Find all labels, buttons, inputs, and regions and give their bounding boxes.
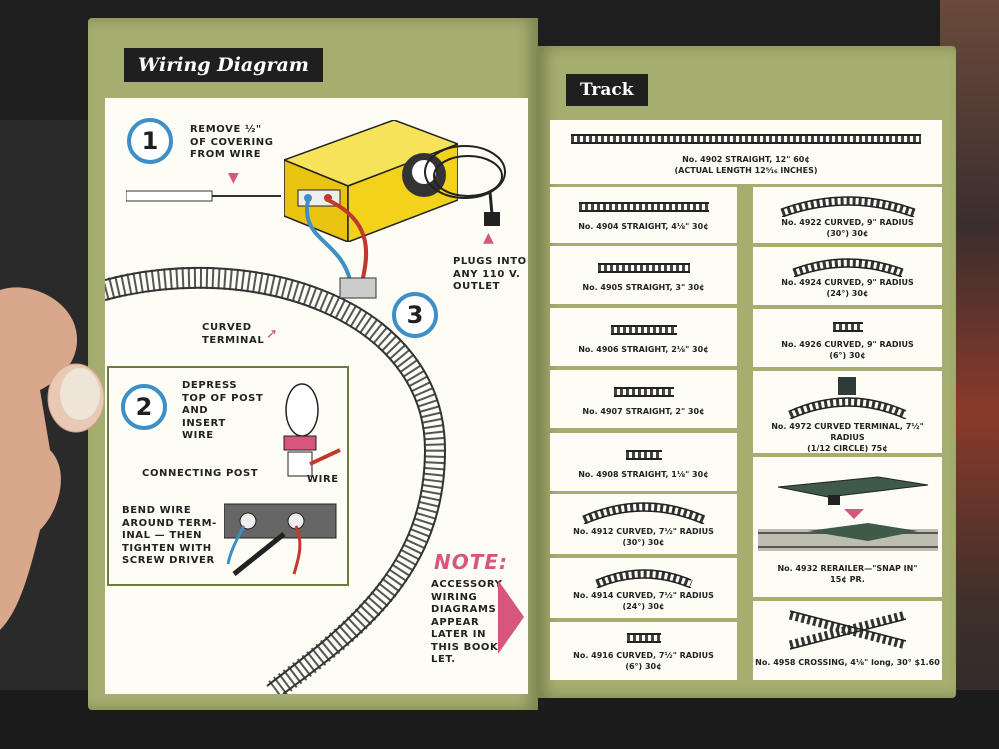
curved-track-icon <box>594 569 693 588</box>
track-tile-4958: No. 4958 CROSSING, 4⅛" long, 30° $1.60 <box>753 601 942 680</box>
track-tile-4922: No. 4922 CURVED, 9" RADIUS (30°) 30¢ <box>753 187 942 243</box>
wire-label: WIRE <box>307 474 339 485</box>
track-tile-4907: No. 4907 STRAIGHT, 2" 30¢ <box>550 370 737 428</box>
track-tile-4972: No. 4972 CURVED TERMINAL, 7½" RADIUS (1/… <box>753 371 942 453</box>
straight-track-icon <box>610 325 677 335</box>
track-caption: No. 4972 CURVED TERMINAL, 7½" RADIUS (1/… <box>771 422 924 453</box>
track-caption: No. 4907 STRAIGHT, 2" 30¢ <box>582 407 705 416</box>
straight-track-icon <box>578 202 709 212</box>
step-1-circle: 1 <box>127 118 173 164</box>
wire-illustration <box>126 190 281 202</box>
transformer-illustration <box>284 120 458 242</box>
track-caption: No. 4912 CURVED, 7½" RADIUS (30°) 30¢ <box>573 527 714 547</box>
curved-track-icon <box>581 502 706 524</box>
down-arrow-icon: ▼ <box>228 170 239 186</box>
curved-track-illustration <box>105 266 447 694</box>
straight-track-icon <box>625 450 662 460</box>
track-tile-4916: No. 4916 CURVED, 7½" RADIUS (6°) 30¢ <box>550 622 737 680</box>
track-caption: No. 4926 CURVED, 9" RADIUS (6°) 30¢ <box>781 340 914 360</box>
track-caption: No. 4932 RERAILER—"SNAP IN" 15¢ PR. <box>777 564 918 584</box>
track-title: Track <box>566 74 648 106</box>
track-tile-4924: No. 4924 CURVED, 9" RADIUS (24°) 30¢ <box>753 247 942 305</box>
track-caption: No. 4905 STRAIGHT, 3" 30¢ <box>582 283 705 292</box>
track-tile-4926: No. 4926 CURVED, 9" RADIUS (6°) 30¢ <box>753 309 942 367</box>
track-caption: No. 4922 CURVED, 9" RADIUS (30°) 30¢ <box>781 218 914 238</box>
curved-track-icon <box>779 196 916 217</box>
track-caption: No. 4906 STRAIGHT, 2⅛" 30¢ <box>578 345 709 354</box>
curved-terminal-track-icon <box>787 377 908 419</box>
right-arrow-icon: ➚ <box>266 326 278 342</box>
wire-leads-illustration <box>304 200 377 299</box>
note-arrow-icon <box>498 580 524 654</box>
rerailer-icon <box>757 476 938 551</box>
track-caption: No. 4914 CURVED, 7½" RADIUS (24°) 30¢ <box>573 591 714 611</box>
track-caption: No. 4924 CURVED, 9" RADIUS (24°) 30¢ <box>781 278 914 298</box>
track-caption: No. 4902 STRAIGHT, 12" 60¢ (ACTUAL LENGT… <box>674 155 818 175</box>
curved-track-icon <box>832 322 863 332</box>
step-1-text: REMOVE ½" OF COVERING FROM WIRE <box>190 124 274 160</box>
connecting-post-label: CONNECTING POST <box>142 468 259 479</box>
curved-terminal-label: CURVED TERMINAL <box>202 322 265 346</box>
straight-track-icon <box>597 263 690 273</box>
track-caption: No. 4908 STRAIGHT, 1⅛" 30¢ <box>578 470 709 479</box>
note-text: ACCESSORY WIRING DIAGRAMS APPEAR LATER I… <box>431 579 503 665</box>
track-tile-4902: No. 4902 STRAIGHT, 12" 60¢ (ACTUAL LENGT… <box>550 120 942 184</box>
wiring-diagram-title: Wiring Diagram <box>124 48 323 82</box>
hand-illustration <box>0 287 105 630</box>
straight-track-icon <box>571 134 921 144</box>
curved-track-icon <box>626 633 661 643</box>
track-caption: No. 4958 CROSSING, 4⅛" long, 30° $1.60 <box>755 658 940 667</box>
track-tile-4914: No. 4914 CURVED, 7½" RADIUS (24°) 30¢ <box>550 558 737 618</box>
track-tile-4905: No. 4905 STRAIGHT, 3" 30¢ <box>550 246 737 304</box>
up-arrow-icon: ▲ <box>483 230 494 246</box>
track-tile-4904: No. 4904 STRAIGHT, 4⅛" 30¢ <box>550 187 737 243</box>
power-cord-illustration <box>424 145 506 226</box>
track-caption: No. 4904 STRAIGHT, 4⅛" 30¢ <box>578 222 709 231</box>
bend-wire-text: BEND WIRE AROUND TERM- INAL — THEN TIGHT… <box>122 505 217 566</box>
step-2-circle: 2 <box>121 384 167 430</box>
step-3-circle: 3 <box>392 292 438 338</box>
plugs-label: PLUGS INTO ANY 110 V. OUTLET <box>453 256 527 292</box>
terminal-screwdriver-illustration <box>224 503 337 576</box>
track-tile-4912: No. 4912 CURVED, 7½" RADIUS (30°) 30¢ <box>550 494 737 554</box>
track-tile-4932: No. 4932 RERAILER—"SNAP IN" 15¢ PR. <box>753 457 942 597</box>
curved-track-icon <box>791 258 904 277</box>
track-tile-4908: No. 4908 STRAIGHT, 1⅛" 30¢ <box>550 433 737 491</box>
track-tile-4906: No. 4906 STRAIGHT, 2⅛" 30¢ <box>550 308 737 366</box>
crossing-track-icon <box>788 610 907 650</box>
finger-post-illustration <box>283 383 341 477</box>
straight-track-icon <box>613 387 674 397</box>
note-title: NOTE: <box>434 550 509 574</box>
step-2-text: DEPRESS TOP OF POST AND INSERT WIRE <box>182 380 264 441</box>
track-caption: No. 4916 CURVED, 7½" RADIUS (6°) 30¢ <box>573 651 714 671</box>
